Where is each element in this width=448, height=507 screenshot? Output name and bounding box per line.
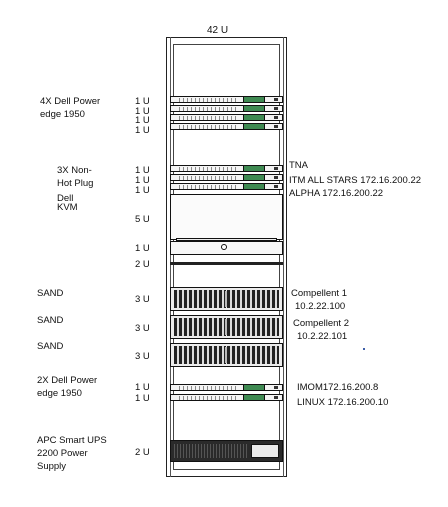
label-compellent-2: Compellent 2 [293, 318, 349, 329]
unit-label: 1 U [135, 106, 150, 117]
label-san: SAND [37, 341, 64, 352]
kvm-button [221, 244, 227, 250]
label-ups: 2200 Power [37, 448, 88, 459]
server-dell-1950 [170, 114, 283, 121]
label-ups: Supply [37, 461, 67, 472]
unit-label: 1 U [135, 96, 150, 107]
san-unit [170, 287, 283, 311]
server-dell-1950 [170, 105, 283, 112]
server-dell-1950 [170, 123, 283, 130]
rack-rail-right [283, 37, 284, 477]
label-dell-1950-group-b: 2X Dell Power [37, 375, 98, 386]
label-dell-1950-group-a: 4X Dell Power [40, 96, 101, 107]
label-server-itm: ITM ALL STARS 172.16.200.22 [289, 175, 422, 186]
label-dell-1950-group-a: edge 1950 [40, 109, 85, 120]
ups-unit [170, 440, 283, 462]
unit-label: 2 U [135, 447, 150, 458]
server-dell-1950 [170, 394, 283, 401]
server-non-hot-plug [170, 165, 283, 172]
unit-label: 1 U [135, 243, 150, 254]
label-kvm: KVM [57, 202, 78, 213]
unit-label: 1 U [135, 115, 150, 126]
label-server-linux: LINUX 172.16.200.10 [297, 397, 389, 408]
unit-label: 2 U [135, 259, 150, 270]
server-dell-1950 [170, 384, 283, 391]
unit-label: 1 U [135, 393, 150, 404]
label-ups: APC Smart UPS [37, 435, 107, 446]
label-compellent-2-ip: 10.2.22.101 [297, 331, 348, 342]
rack-rail-left [170, 37, 171, 477]
label-compellent-1: Compellent 1 [291, 288, 347, 299]
unit-label: 5 U [135, 214, 150, 225]
label-non-hot-plug: Hot Plug [57, 178, 94, 189]
label-server-tna: TNA [289, 160, 308, 171]
unit-label: 1 U [135, 165, 150, 176]
server-non-hot-plug [170, 174, 283, 181]
server-non-hot-plug [170, 183, 283, 190]
stray-dot [363, 348, 365, 350]
kvm-drawer-lip [176, 238, 277, 241]
san-unit [170, 315, 283, 339]
unit-label: 3 U [135, 323, 150, 334]
label-dell-1950-group-b: edge 1950 [37, 388, 82, 399]
label-san: SAND [37, 315, 64, 326]
label-compellent-1-ip: 10.2.22.100 [295, 301, 346, 312]
rack-size-label: 42 U [207, 25, 229, 36]
server-dell-1950 [170, 96, 283, 103]
rack-blank-panel [170, 262, 283, 265]
unit-label: 1 U [135, 382, 150, 393]
label-san: SAND [37, 288, 64, 299]
label-server-imom: IMOM172.16.200.8 [297, 382, 379, 393]
label-non-hot-plug: 3X Non- [57, 165, 92, 176]
label-server-alpha: ALPHA 172.16.200.22 [289, 188, 384, 199]
unit-label: 1 U [135, 125, 150, 136]
unit-label: 3 U [135, 294, 150, 305]
unit-label: 1 U [135, 185, 150, 196]
san-unit [170, 343, 283, 367]
unit-label: 3 U [135, 351, 150, 362]
kvm-console [170, 194, 283, 240]
label-non-hot-plug: Dell [57, 193, 74, 204]
unit-label: 1 U [135, 175, 150, 186]
